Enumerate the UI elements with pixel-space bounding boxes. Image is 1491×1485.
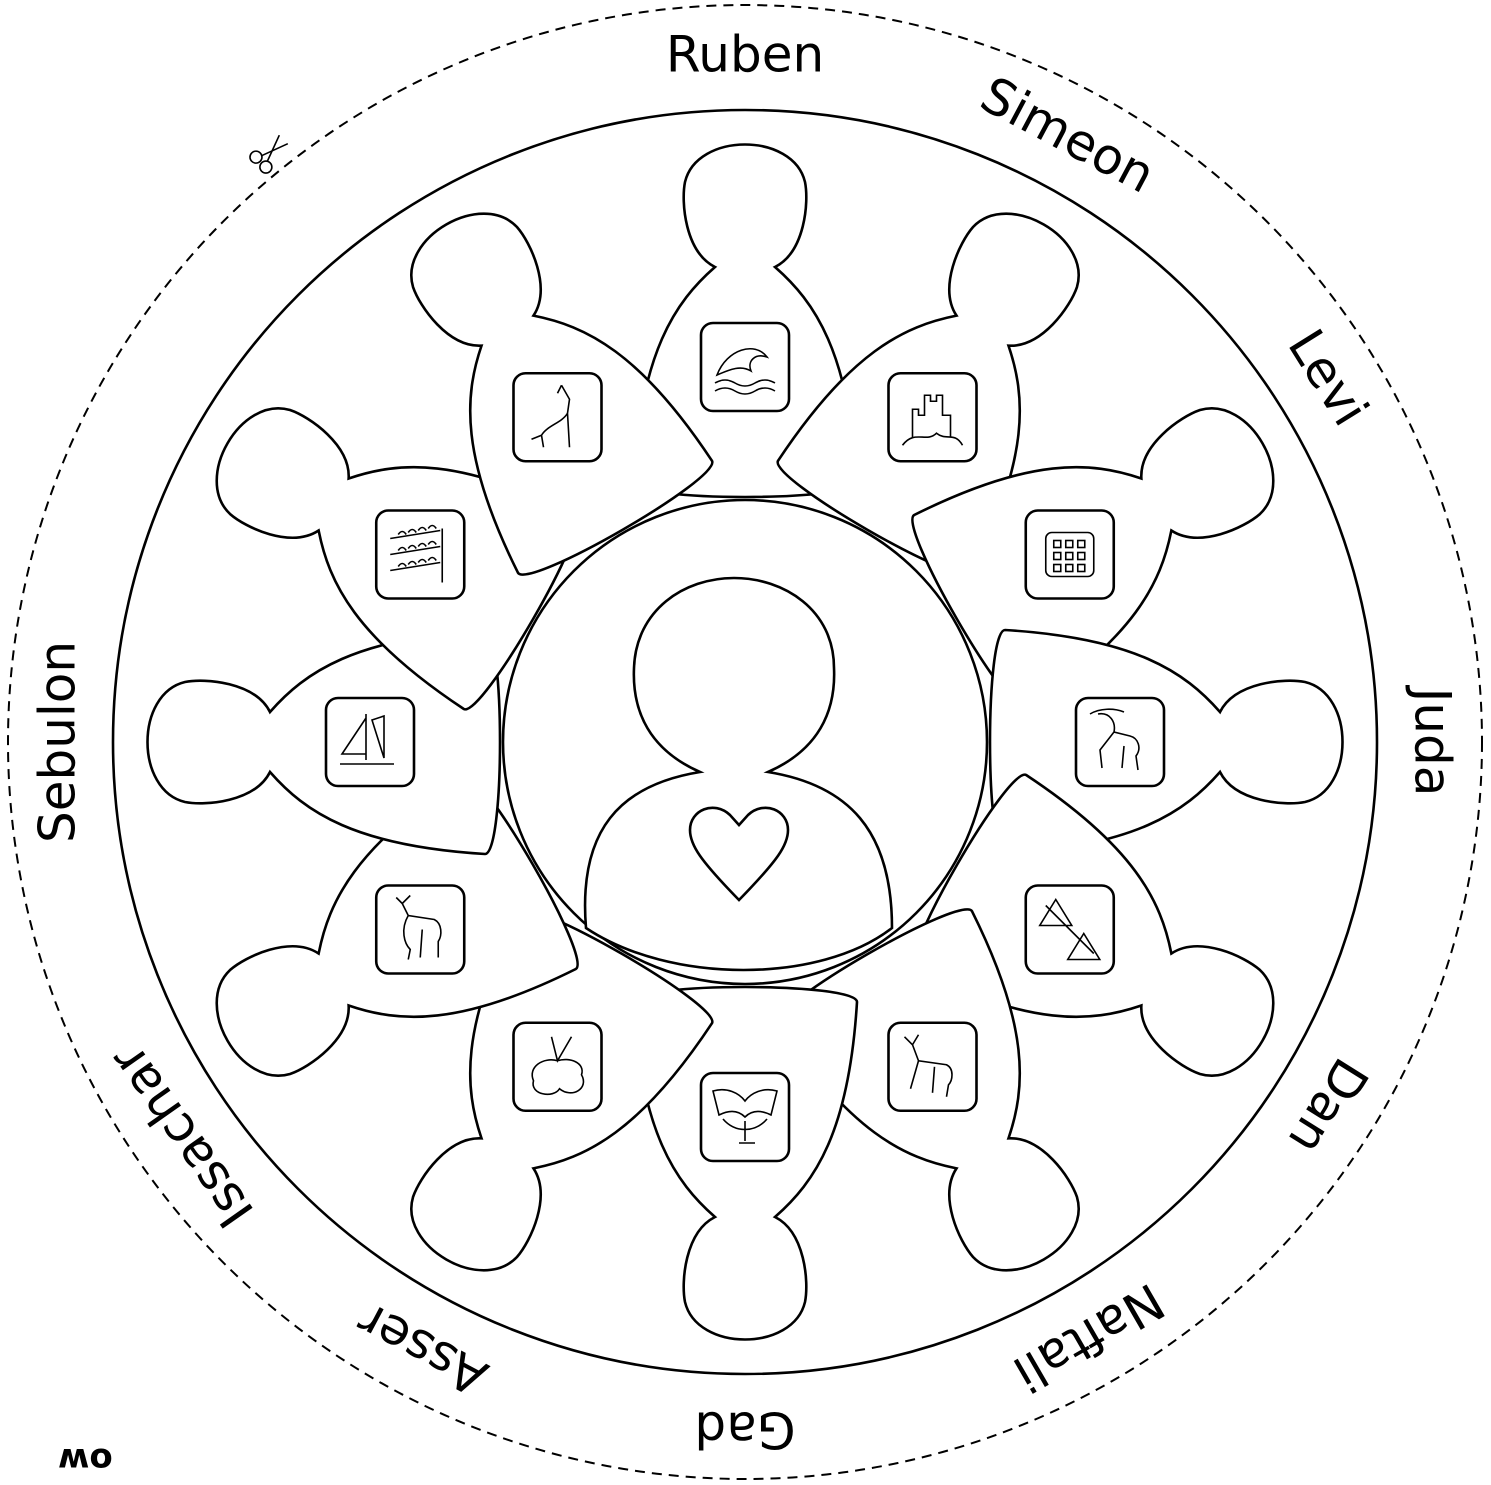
ship-icon [326, 698, 414, 786]
tribe-label-simeon: Simeon [971, 65, 1164, 204]
tribe-label-ruben: Ruben [666, 26, 824, 84]
scissors-icon [247, 130, 292, 175]
tribe-label-gad: Gad [694, 1401, 795, 1459]
tribe-label-asser: Asser [347, 1291, 496, 1407]
tribe-label-dan: Dan [1277, 1048, 1380, 1164]
lion-icon [1076, 698, 1164, 786]
tent-icon [701, 1073, 789, 1161]
tribe-label-naftali: Naftali [1004, 1272, 1174, 1404]
waves-icon [701, 323, 789, 411]
credit-text: ow [58, 1440, 113, 1480]
tribe-label-issachar: Issachar [98, 1034, 265, 1238]
tribe-label-juda: Juda [1404, 685, 1462, 797]
tribe-label-levi: Levi [1277, 319, 1380, 436]
center-figure [503, 500, 987, 984]
tribe-label-sebulon: Sebulon [29, 641, 87, 843]
